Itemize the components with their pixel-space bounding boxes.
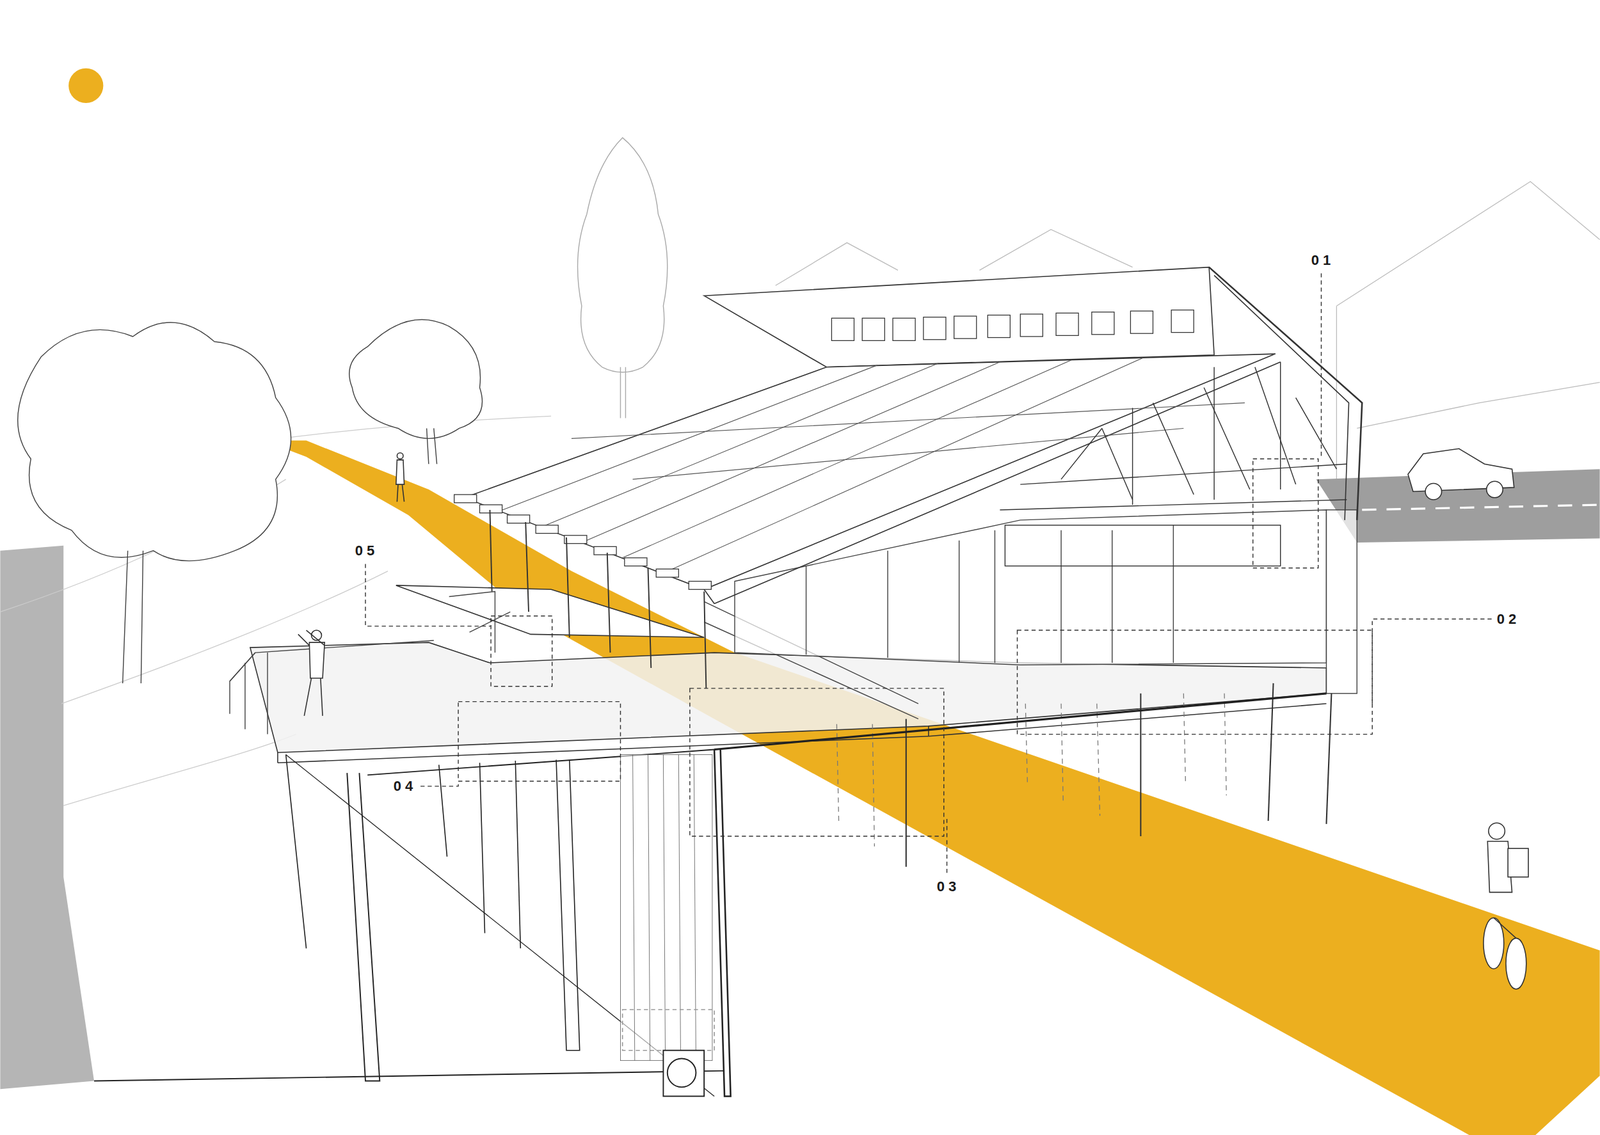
roof	[464, 267, 1363, 605]
leader-lines	[365, 273, 1492, 873]
drain-pipe	[622, 1009, 715, 1097]
section-cut	[94, 693, 1327, 1097]
retaining-wall	[0, 545, 95, 1090]
trusses	[999, 362, 1347, 567]
sun-dot	[68, 68, 104, 104]
car	[1408, 448, 1515, 500]
callout-number: 05	[351, 542, 380, 560]
rafter-tails	[454, 494, 712, 590]
path-band	[263, 440, 1600, 1135]
piles	[906, 683, 1332, 868]
cladding	[620, 754, 712, 1061]
clerestory-windows	[831, 310, 1194, 342]
eave-posts	[489, 510, 706, 689]
callout-number: 02	[1493, 610, 1522, 629]
callout-number: 01	[1307, 251, 1336, 270]
hidden-piles	[836, 693, 1227, 847]
roof-ribs	[499, 357, 1245, 573]
callout-number: 04	[389, 777, 418, 796]
upper-platform	[396, 585, 704, 638]
callout-number: 03	[933, 878, 962, 896]
people	[298, 453, 1529, 990]
